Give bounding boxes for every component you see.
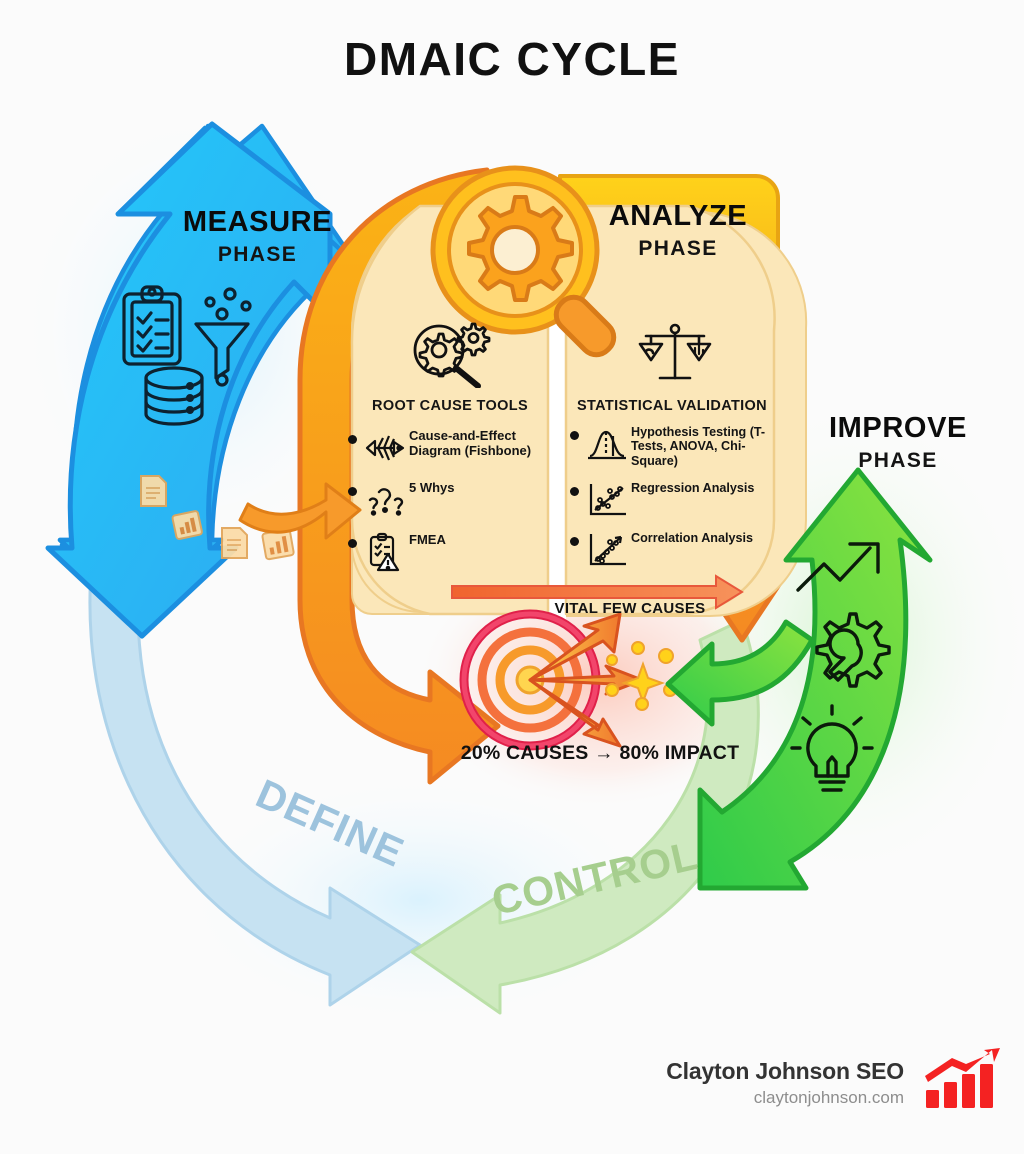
- list-item-label: Cause-and-Effect Diagram (Fishbone): [409, 428, 532, 458]
- scatter-regression-icon: [586, 480, 626, 518]
- improve-phase-label: IMPROVE PHASE: [798, 412, 998, 472]
- list-item: 5 Whys: [348, 480, 548, 518]
- target-arrows-icon: [459, 609, 644, 751]
- improve-phase-sub: PHASE: [858, 449, 938, 472]
- brand-name: Clayton Johnson SEO: [666, 1058, 904, 1084]
- funnel-icon: [194, 287, 252, 387]
- root-cause-panel-title: ROOT CAUSE TOOLS: [372, 398, 528, 414]
- improve-arrow-shape: [665, 467, 933, 891]
- flow-icons-group: [140, 475, 295, 561]
- bar-chart-doc-icon: [171, 510, 203, 540]
- lightbulb-icon: [790, 704, 874, 792]
- bell-curve-icon: [586, 424, 626, 462]
- improve-phase-icons: [790, 542, 891, 792]
- brand-website: claytonjohnson.com: [753, 1088, 904, 1107]
- statistical-validation-list: Hypothesis Testing (T-Tests, ANOVA, Chi-…: [570, 424, 782, 574]
- list-item: Cause-and-Effect Diagram (Fishbone): [348, 428, 548, 466]
- list-item: FMEA: [348, 532, 548, 572]
- brand-block: Clayton Johnson SEO claytonjohnson.com: [666, 1058, 904, 1108]
- vital-few-arrow: [451, 574, 744, 610]
- list-item-label: FMEA: [409, 532, 446, 547]
- document-icon: [221, 527, 248, 559]
- impact-caption: 20% CAUSES → 80% IMPACT: [460, 742, 740, 764]
- list-item-label: Hypothesis Testing (T-Tests, ANOVA, Chi-…: [631, 425, 766, 468]
- bar-chart-doc-icon: [261, 528, 295, 561]
- growth-bar-chart-icon: [925, 1048, 1000, 1108]
- bullet-dot: [570, 537, 579, 547]
- analyze-phase-name: ANALYZE: [608, 200, 748, 232]
- measure-phase-name: MEASURE: [182, 206, 333, 238]
- clipboard-warning-icon: [364, 532, 404, 572]
- vital-few-causes-caption: VITAL FEW CAUSES: [554, 600, 706, 617]
- list-item: Correlation Analysis: [570, 530, 782, 568]
- trend-up-arrow-icon: [796, 542, 880, 592]
- balance-scale-icon: [638, 323, 712, 380]
- magnifier-gears-icon: [413, 322, 491, 388]
- control-arrow-shape: [410, 618, 760, 1015]
- database-icon: [144, 366, 204, 426]
- document-icon: [140, 475, 167, 507]
- clipboard-checklist-icon: [122, 285, 182, 366]
- bullet-dot: [348, 487, 357, 496]
- bullet-dot: [348, 539, 357, 548]
- bullet-dot: [570, 431, 579, 440]
- improve-phase-name: IMPROVE: [829, 412, 967, 444]
- panel-divider: [548, 300, 566, 620]
- fishbone-diagram-icon: [364, 428, 405, 466]
- list-item: Hypothesis Testing (T-Tests, ANOVA, Chi-…: [570, 424, 782, 468]
- magnifier-gear-icon: [430, 165, 617, 358]
- list-item-label: Regression Analysis: [631, 481, 755, 496]
- scatter-correlation-icon: [586, 530, 626, 568]
- measure-to-analyze-arrow: [238, 482, 362, 540]
- measure-phase-sub: PHASE: [217, 243, 298, 266]
- list-item: Regression Analysis: [570, 480, 782, 518]
- bullet-dot: [570, 487, 579, 497]
- question-marks-icon: [364, 480, 404, 518]
- measure-phase-icons: [122, 285, 252, 426]
- analyze-phase-sub: PHASE: [638, 237, 718, 260]
- analyze-phase-label: ANALYZE PHASE: [578, 200, 778, 260]
- root-cause-tools-list: Cause-and-Effect Diagram (Fishbone) 5 Wh…: [348, 428, 548, 576]
- measure-phase-label: MEASURE PHASE: [150, 206, 365, 266]
- page-title: DMAIC CYCLE: [344, 33, 680, 85]
- list-item-label: Correlation Analysis: [631, 531, 754, 546]
- gear-wrench-icon: [815, 612, 891, 688]
- list-item-label: 5 Whys: [409, 480, 455, 495]
- bullet-dot: [348, 435, 357, 444]
- statistical-panel-title: STATISTICAL VALIDATION: [576, 398, 767, 414]
